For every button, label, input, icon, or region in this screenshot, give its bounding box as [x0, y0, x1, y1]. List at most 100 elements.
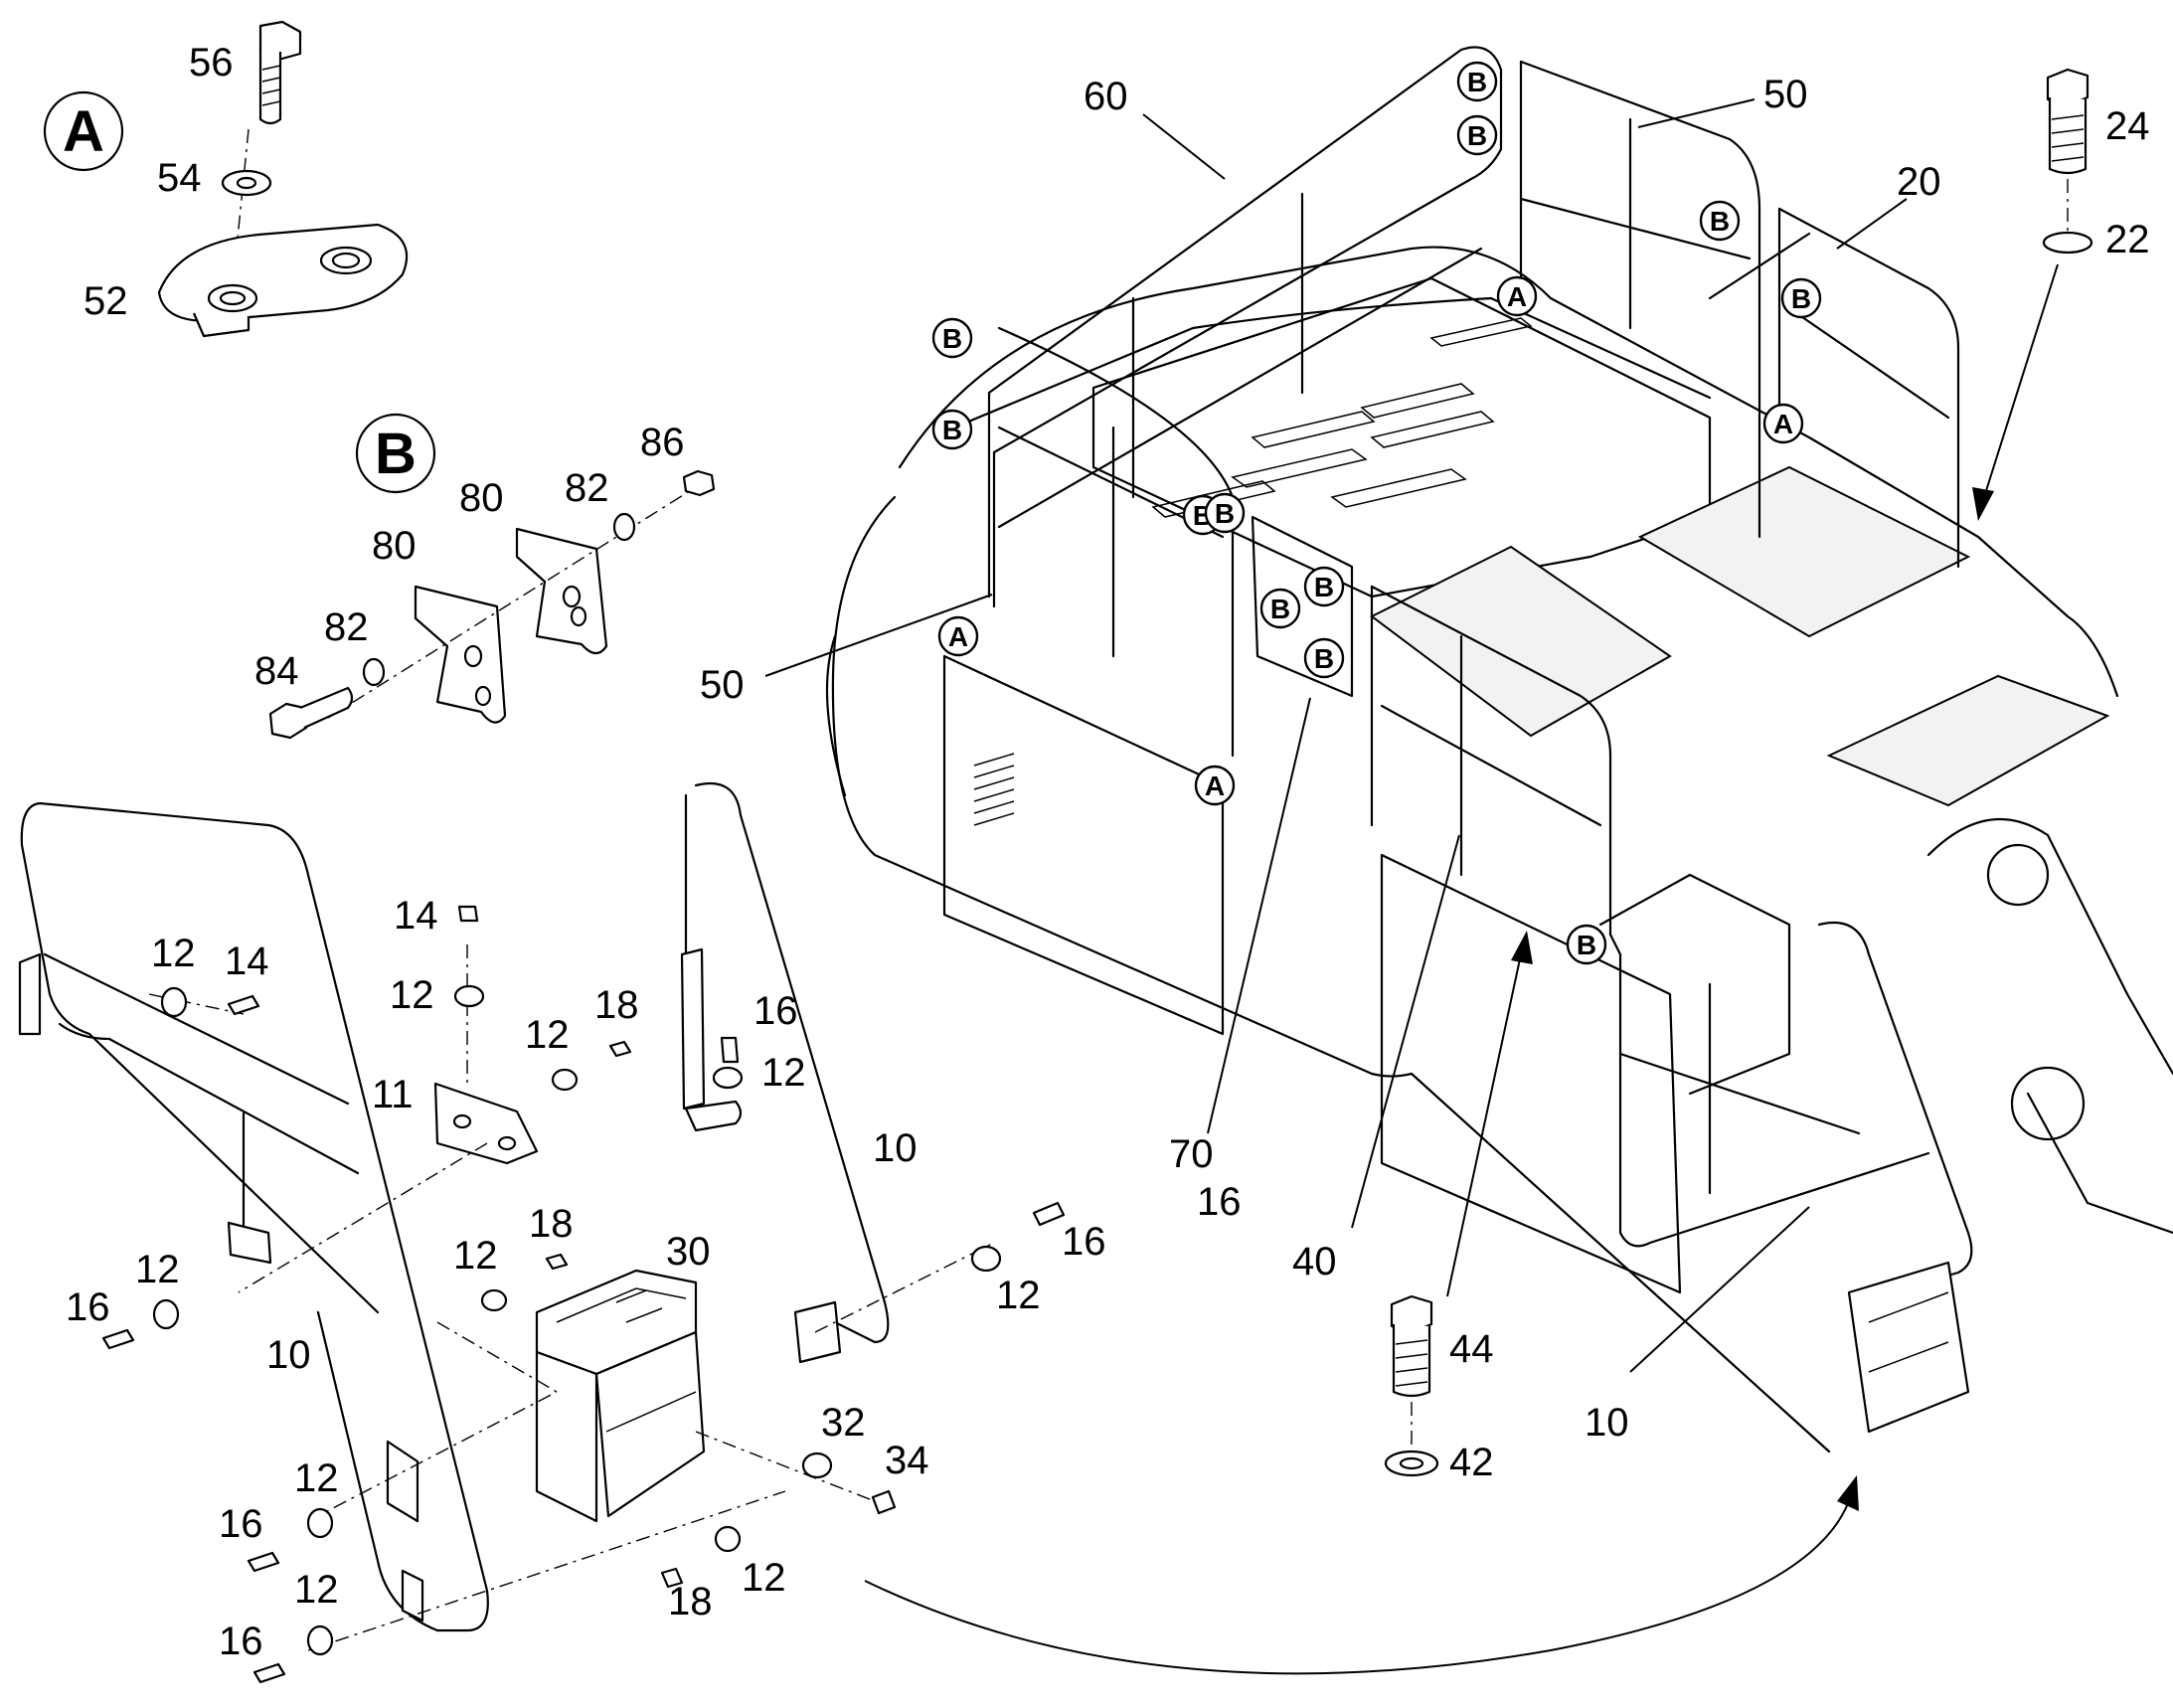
exploded-handrail-10 [18, 781, 1066, 1684]
callout-number: 12 [761, 1051, 806, 1095]
callout-number: 16 [66, 1285, 110, 1329]
callout-number: 14 [394, 894, 438, 938]
handrail-assemblies [987, 46, 1973, 1434]
circle-marker-label: B [942, 323, 962, 354]
callout-number: 12 [996, 1274, 1041, 1317]
callout-number: 54 [157, 156, 202, 200]
callout-number: 20 [1897, 160, 1941, 204]
callout-number: 82 [324, 605, 369, 649]
callout-number: 24 [2105, 104, 2150, 148]
circle-marker [1496, 275, 1538, 317]
washer-22 [2042, 231, 2093, 255]
circle-marker-label: B [1314, 572, 1334, 602]
circle-marker-label: B [1314, 643, 1334, 674]
callout-number: 34 [885, 1439, 929, 1482]
circle-marker-label: A [1205, 770, 1225, 801]
callout-number: 11 [372, 1073, 414, 1116]
callout-number: 86 [640, 421, 685, 464]
circle-marker-label: A [1773, 409, 1793, 439]
nut-86 [682, 469, 716, 497]
fastener-set [101, 905, 1066, 1684]
circle-marker [1194, 765, 1236, 806]
callout-number: 18 [594, 983, 639, 1027]
hood-louvres [1151, 317, 1533, 518]
callout-number: 22 [2105, 218, 2150, 261]
callout-number: 80 [459, 476, 504, 520]
bolt-84 [268, 686, 354, 740]
callout-number: 52 [84, 279, 128, 323]
detail-b-letter: B [375, 422, 417, 486]
walkway-deck-left [1370, 545, 1672, 738]
callout-number: 32 [821, 1401, 866, 1445]
circle-marker-label: B [1215, 498, 1235, 529]
circle-marker [931, 409, 973, 450]
callout-number: 18 [668, 1580, 713, 1623]
circle-marker [1762, 403, 1804, 444]
callout-number: 16 [219, 1620, 263, 1663]
circle-marker [1259, 588, 1301, 629]
callout-number: 30 [666, 1230, 711, 1274]
circle-marker [1303, 566, 1345, 607]
detail-b-marker [355, 413, 436, 494]
plate-52 [157, 223, 409, 338]
walkway-deck-front [1826, 674, 2110, 807]
callout-number: 12 [742, 1556, 786, 1600]
circle-marker-label: B [1467, 67, 1487, 97]
circle-marker [1780, 277, 1822, 319]
circle-marker [1566, 924, 1607, 965]
callout-number: 12 [135, 1248, 180, 1291]
callout-number: 80 [372, 524, 417, 568]
callout-number: 12 [453, 1234, 498, 1278]
detail-a-marker [43, 90, 124, 172]
callout-number: 10 [873, 1126, 918, 1170]
callout-number: 16 [1062, 1220, 1106, 1264]
bolt-56 [258, 20, 302, 125]
washer-82-right [612, 512, 636, 542]
callout-number: 44 [1449, 1327, 1494, 1371]
circle-marker-label: B [1577, 930, 1596, 960]
detail-b: B [268, 413, 716, 740]
callout-number: 12 [294, 1456, 339, 1500]
callout-number: 16 [1197, 1180, 1242, 1224]
circle-marker [1699, 200, 1741, 242]
callout-number: 16 [219, 1502, 263, 1546]
bracket-11 [433, 1082, 539, 1165]
callout-number: 12 [294, 1568, 339, 1612]
circle-marker-label: B [1791, 283, 1811, 314]
circle-marker [1204, 492, 1246, 534]
callout-number: 10 [266, 1333, 311, 1377]
callout-number: 12 [390, 973, 434, 1017]
circle-marker-label: A [948, 621, 968, 652]
callout-number: 82 [565, 466, 609, 510]
circle-marker [937, 615, 979, 657]
machine-upper-structure [825, 246, 2173, 1453]
callout-number: 14 [225, 939, 269, 983]
callout-number: 16 [753, 989, 798, 1033]
circle-marker [1456, 61, 1498, 102]
callout-number: 12 [151, 932, 196, 975]
detail-a: A [43, 20, 409, 338]
callout-number: 70 [1169, 1132, 1214, 1176]
washer-82-left [362, 657, 386, 687]
side-vent [973, 753, 1015, 826]
callout-number: 12 [525, 1013, 570, 1057]
bolt-44 [1390, 1294, 1433, 1398]
callout-number: 18 [529, 1202, 574, 1246]
circle-marker [931, 317, 973, 359]
step-box-30 [535, 1269, 706, 1523]
callout-number: 50 [700, 663, 745, 707]
callout-number: 40 [1292, 1240, 1337, 1283]
circle-marker [1456, 114, 1498, 156]
callout-number: 84 [254, 649, 299, 693]
callout-number: 50 [1763, 73, 1808, 116]
circle-marker-label: B [1710, 206, 1730, 237]
bolt-24 [2046, 68, 2089, 175]
circle-marker-label: B [942, 415, 962, 445]
arrows [864, 263, 2059, 1675]
callout-number: 60 [1084, 75, 1128, 118]
circle-marker-label: B [1270, 594, 1290, 624]
